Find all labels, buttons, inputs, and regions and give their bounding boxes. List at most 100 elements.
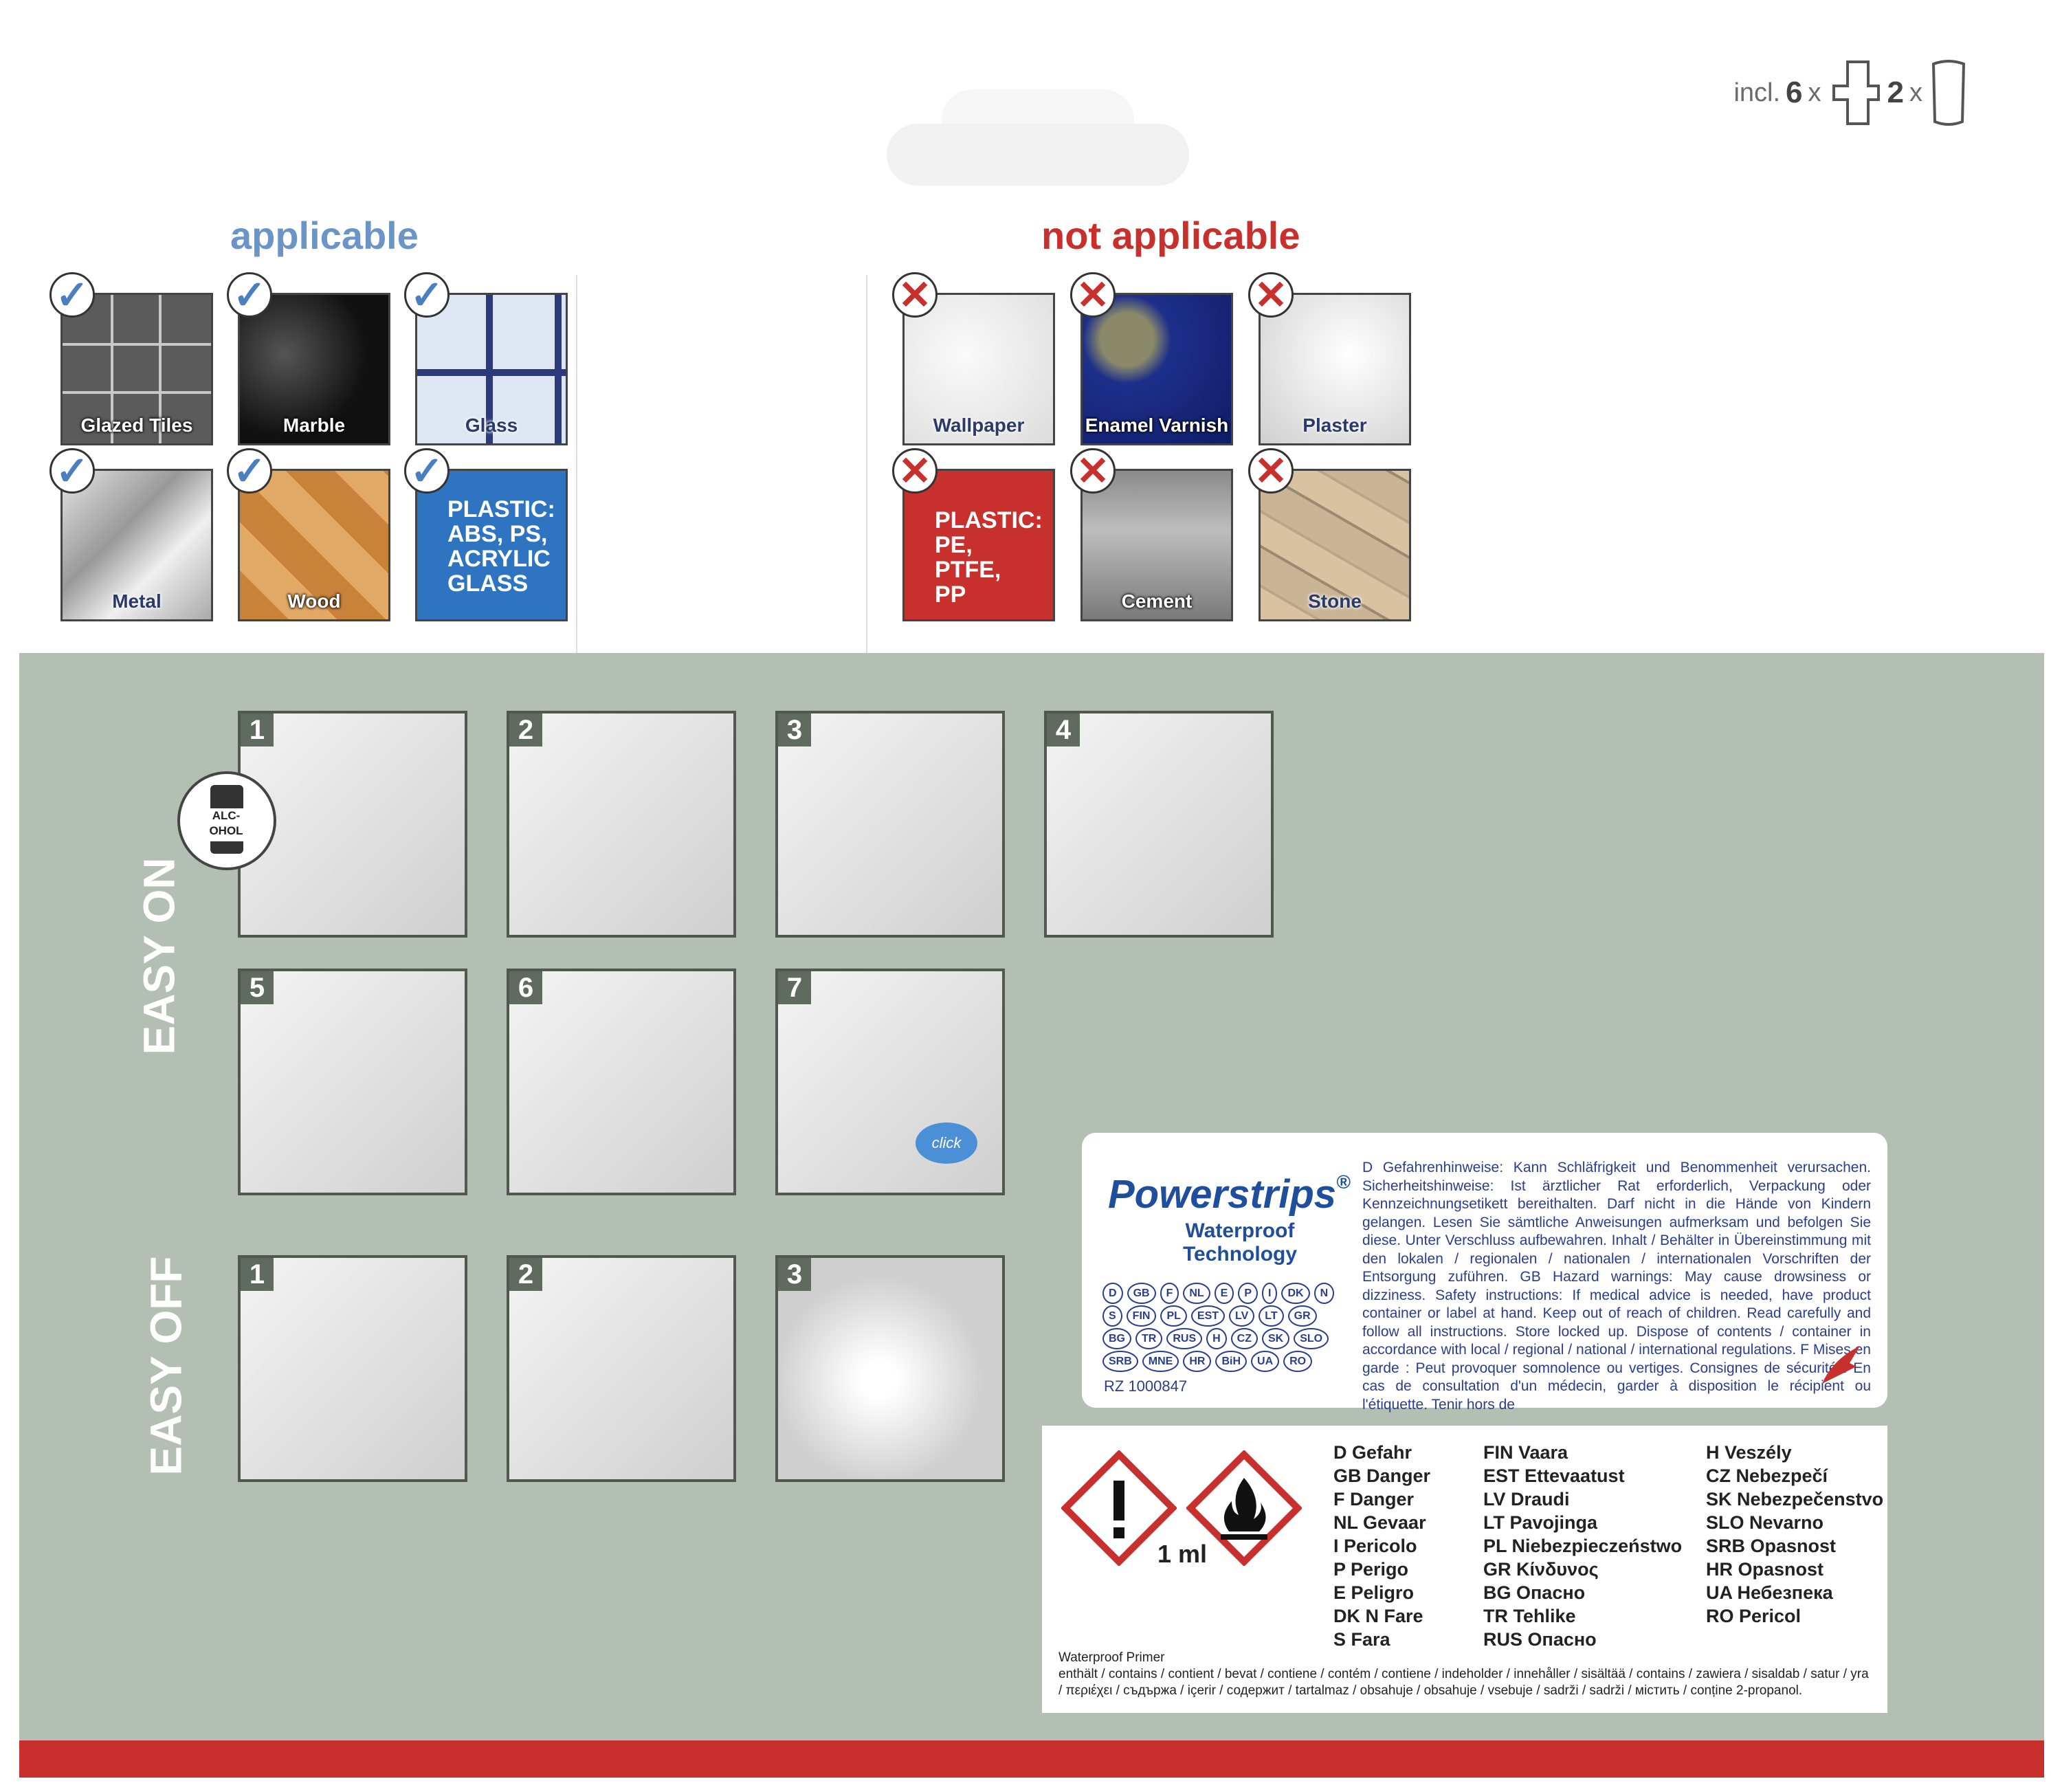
cross-icon: ✕ [1070,272,1116,318]
country-code-chip: F [1160,1283,1179,1304]
step-number: 6 [509,971,542,1004]
tile-metal: Metal [60,469,213,621]
cross-icon: ✕ [892,448,938,494]
tile-glazed-tiles: Glazed Tiles [60,293,213,445]
volume-text: 1 ml [1157,1540,1208,1568]
exclamation-hazard-icon [1061,1450,1177,1566]
country-code-chip: LV [1229,1305,1255,1327]
cross-icon: ✕ [1070,448,1116,494]
danger-word: D Gefahr [1333,1442,1412,1463]
tile-wood: Wood [238,469,390,621]
check-icon: ✓ [49,448,95,494]
country-code-chip: E [1214,1283,1234,1304]
step-number: 3 [778,1258,811,1291]
tile-marble: Marble [238,293,390,445]
peel-arrow-icon [1822,1346,1860,1384]
tile-plastic-ok: PLASTIC: ABS, PS, ACRYLIC GLASS [415,469,568,621]
incl-prefix: incl. [1733,78,1781,107]
country-code-chip: SLO [1294,1328,1329,1349]
easy-on-label: EASY ON [134,857,184,1055]
strip-icon [1832,60,1880,125]
danger-word: E Peligro [1333,1582,1415,1603]
tile-enamel-varnish: Enamel Varnish [1080,293,1233,445]
tile-label: Stone [1308,590,1362,612]
primer-contents: enthält / contains / contient / bevat / … [1058,1667,1869,1698]
country-code-chip: D [1102,1283,1123,1304]
strip-count: 6 [1786,76,1803,109]
hanger-hole [887,124,1189,186]
check-icon: ✓ [404,448,450,494]
primer-info: Waterproof Primer enthält / contains / c… [1058,1650,1870,1699]
danger-word: RO Pericol [1706,1606,1802,1626]
country-code-chip: I [1262,1283,1278,1304]
click-burst: click [916,1122,977,1164]
danger-word: SK Nebezpečenstvo [1706,1489,1884,1509]
step-number: 1 [241,714,274,746]
country-code-chip: CZ [1230,1328,1258,1349]
step-number: 2 [509,714,542,746]
danger-word: UA Небезпека [1706,1582,1833,1603]
danger-word: TR Tehlike [1483,1606,1576,1626]
easy-on-step-5: 5 [238,969,467,1195]
country-code-chip: BG [1102,1328,1131,1349]
tile-wallpaper: Wallpaper [902,293,1055,445]
tile-label: PLASTIC: ABS, PS, ACRYLIC GLASS [447,496,555,597]
tile-label: Glazed Tiles [80,414,193,436]
product-subtitle: Waterproof Technology [1182,1219,1298,1265]
country-code-chip: MNE [1142,1351,1179,1372]
country-code-chip: P [1238,1283,1259,1304]
easy-on-step-3: 3 [775,711,1005,938]
tile-glass: Glass [415,293,568,445]
hazard-warning-text: D Gefahrenhinweise: Kann Schläfrigkeit u… [1362,1160,1871,1413]
danger-word: I Pericolo [1333,1536,1417,1556]
red-bottom-stripe [19,1740,2044,1778]
brand-name: Powerstrips [1108,1172,1336,1217]
cross-icon: ✕ [892,272,938,318]
country-code-chip: TR [1135,1328,1163,1349]
check-icon: ✓ [49,272,95,318]
danger-word: BG Опасно [1483,1582,1586,1603]
powerstrips-logo: Powerstrips® [1108,1171,1351,1217]
check-icon: ✓ [404,272,450,318]
cross-icon: ✕ [1248,448,1294,494]
danger-word: LT Pavojinga [1483,1512,1598,1533]
country-code-chip: EST [1190,1305,1226,1327]
tile-label: Metal [112,590,162,612]
easy-off-step-1: 1 [238,1255,467,1482]
tile-label: Marble [282,414,346,436]
easy-on-step-6: 6 [507,969,736,1195]
step-number: 1 [241,1258,274,1291]
danger-word: LV Draudi [1483,1489,1570,1509]
tile-label: Plaster [1302,414,1367,436]
country-code-chip: N [1313,1283,1335,1304]
wipe-icon [1931,60,1966,126]
country-code-chip: LT [1259,1305,1284,1327]
danger-word: SLO Nevarno [1706,1512,1824,1533]
product-outline [576,275,867,689]
tile-label: PLASTIC: PE, PTFE, PP [935,507,1043,608]
danger-word: HR Opasnost [1706,1559,1824,1580]
danger-word: GB Danger [1333,1465,1431,1486]
danger-word: CZ Nebezpečí [1706,1465,1828,1486]
danger-word: FIN Vaara [1483,1442,1568,1463]
country-code-chip: UA [1251,1351,1280,1372]
danger-word: NL Gevaar [1333,1512,1426,1533]
easy-on-step-4: 4 [1044,711,1274,938]
alcohol-bottle-icon: ALC-OHOL [177,771,276,870]
step-number: 3 [778,714,811,746]
danger-word: EST Ettevaatust [1483,1465,1625,1486]
alcohol-label: ALC-OHOL [203,808,249,841]
country-code-chip: BiH [1215,1351,1248,1372]
danger-word: PL Niebezpieczeństwo [1483,1536,1683,1556]
country-code-chip: GR [1287,1305,1317,1327]
step-number: 2 [509,1258,542,1291]
check-icon: ✓ [227,272,272,318]
danger-word: DK N Fare [1333,1606,1423,1626]
tile-label: Wallpaper [933,414,1025,436]
country-code-chip: NL [1183,1283,1210,1304]
easy-off-step-3: 3 [775,1255,1005,1482]
